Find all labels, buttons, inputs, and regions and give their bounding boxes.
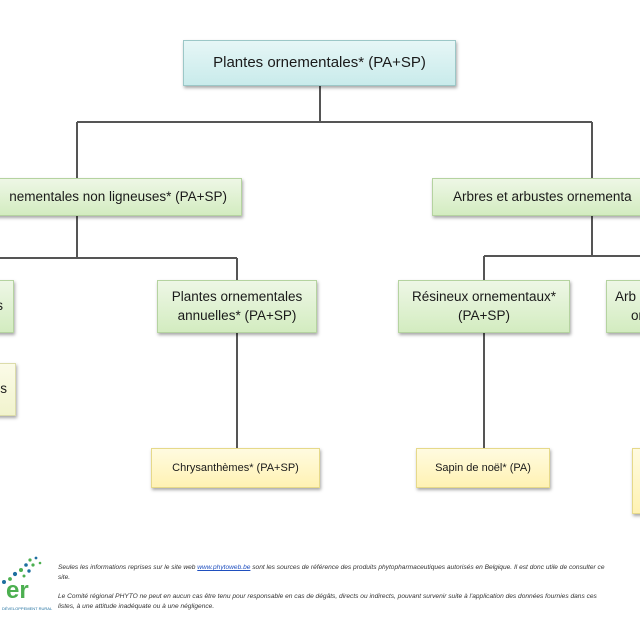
node-resineux-line2: (PA+SP)	[458, 307, 510, 323]
node-root-label: Plantes ornementales* (PA+SP)	[213, 53, 426, 71]
node-arb-partial-line2: orn	[631, 307, 640, 323]
node-right-partial[interactable]	[632, 448, 640, 514]
logo: er DÉVELOPPEMENT RURAL	[2, 556, 53, 611]
node-left-yellow-label: es	[0, 381, 7, 397]
node-chrysanthemes-label: Chrysanthèmes* (PA+SP)	[172, 461, 299, 474]
node-left-yellow[interactable]: es	[0, 363, 16, 416]
footer-line2: Le Comité régional PHYTO ne peut en aucu…	[58, 593, 597, 610]
node-resineux[interactable]: Résineux ornementaux* (PA+SP)	[398, 280, 570, 333]
node-left-partial-label: s	[0, 297, 3, 315]
footer-disclaimer-2: Le Comité régional PHYTO ne peut en aucu…	[58, 592, 606, 612]
node-annuelles[interactable]: Plantes ornementales annuelles* (PA+SP)	[157, 280, 317, 333]
logo-tagline: DÉVELOPPEMENT RURAL	[2, 606, 53, 611]
node-sapin-label: Sapin de noël* (PA)	[435, 461, 531, 474]
node-arbres[interactable]: Arbres et arbustes ornementa	[432, 178, 640, 216]
logo-dots-icon	[2, 556, 42, 584]
footer-disclaimer-1: Seules les informations reprises sur le …	[58, 563, 606, 583]
node-root[interactable]: Plantes ornementales* (PA+SP)	[183, 40, 456, 86]
node-arb-partial-line1: Arb	[615, 289, 637, 305]
node-chrysanthemes[interactable]: Chrysanthèmes* (PA+SP)	[151, 448, 320, 488]
phytoweb-link[interactable]: www.phytoweb.be	[197, 564, 251, 571]
footer-line1-pre: Seules les informations reprises sur le …	[58, 564, 198, 571]
footer-line1-post: sont les sources de référence des produi…	[58, 564, 605, 581]
node-arbres-label: Arbres et arbustes ornementa	[453, 188, 632, 204]
node-annuelles-line2: annuelles* (PA+SP)	[177, 307, 297, 323]
node-sapin[interactable]: Sapin de noël* (PA)	[416, 448, 550, 488]
logo-text: er	[6, 577, 29, 604]
node-left-partial[interactable]: s	[0, 280, 14, 333]
node-non-ligneuses-label: nementales non ligneuses* (PA+SP)	[9, 188, 227, 204]
node-resineux-line1: Résineux ornementaux*	[411, 289, 557, 305]
node-non-ligneuses[interactable]: nementales non ligneuses* (PA+SP)	[0, 178, 242, 216]
node-arb-partial[interactable]: Arb orn	[606, 280, 640, 333]
node-annuelles-line1: Plantes ornementales	[171, 289, 303, 305]
